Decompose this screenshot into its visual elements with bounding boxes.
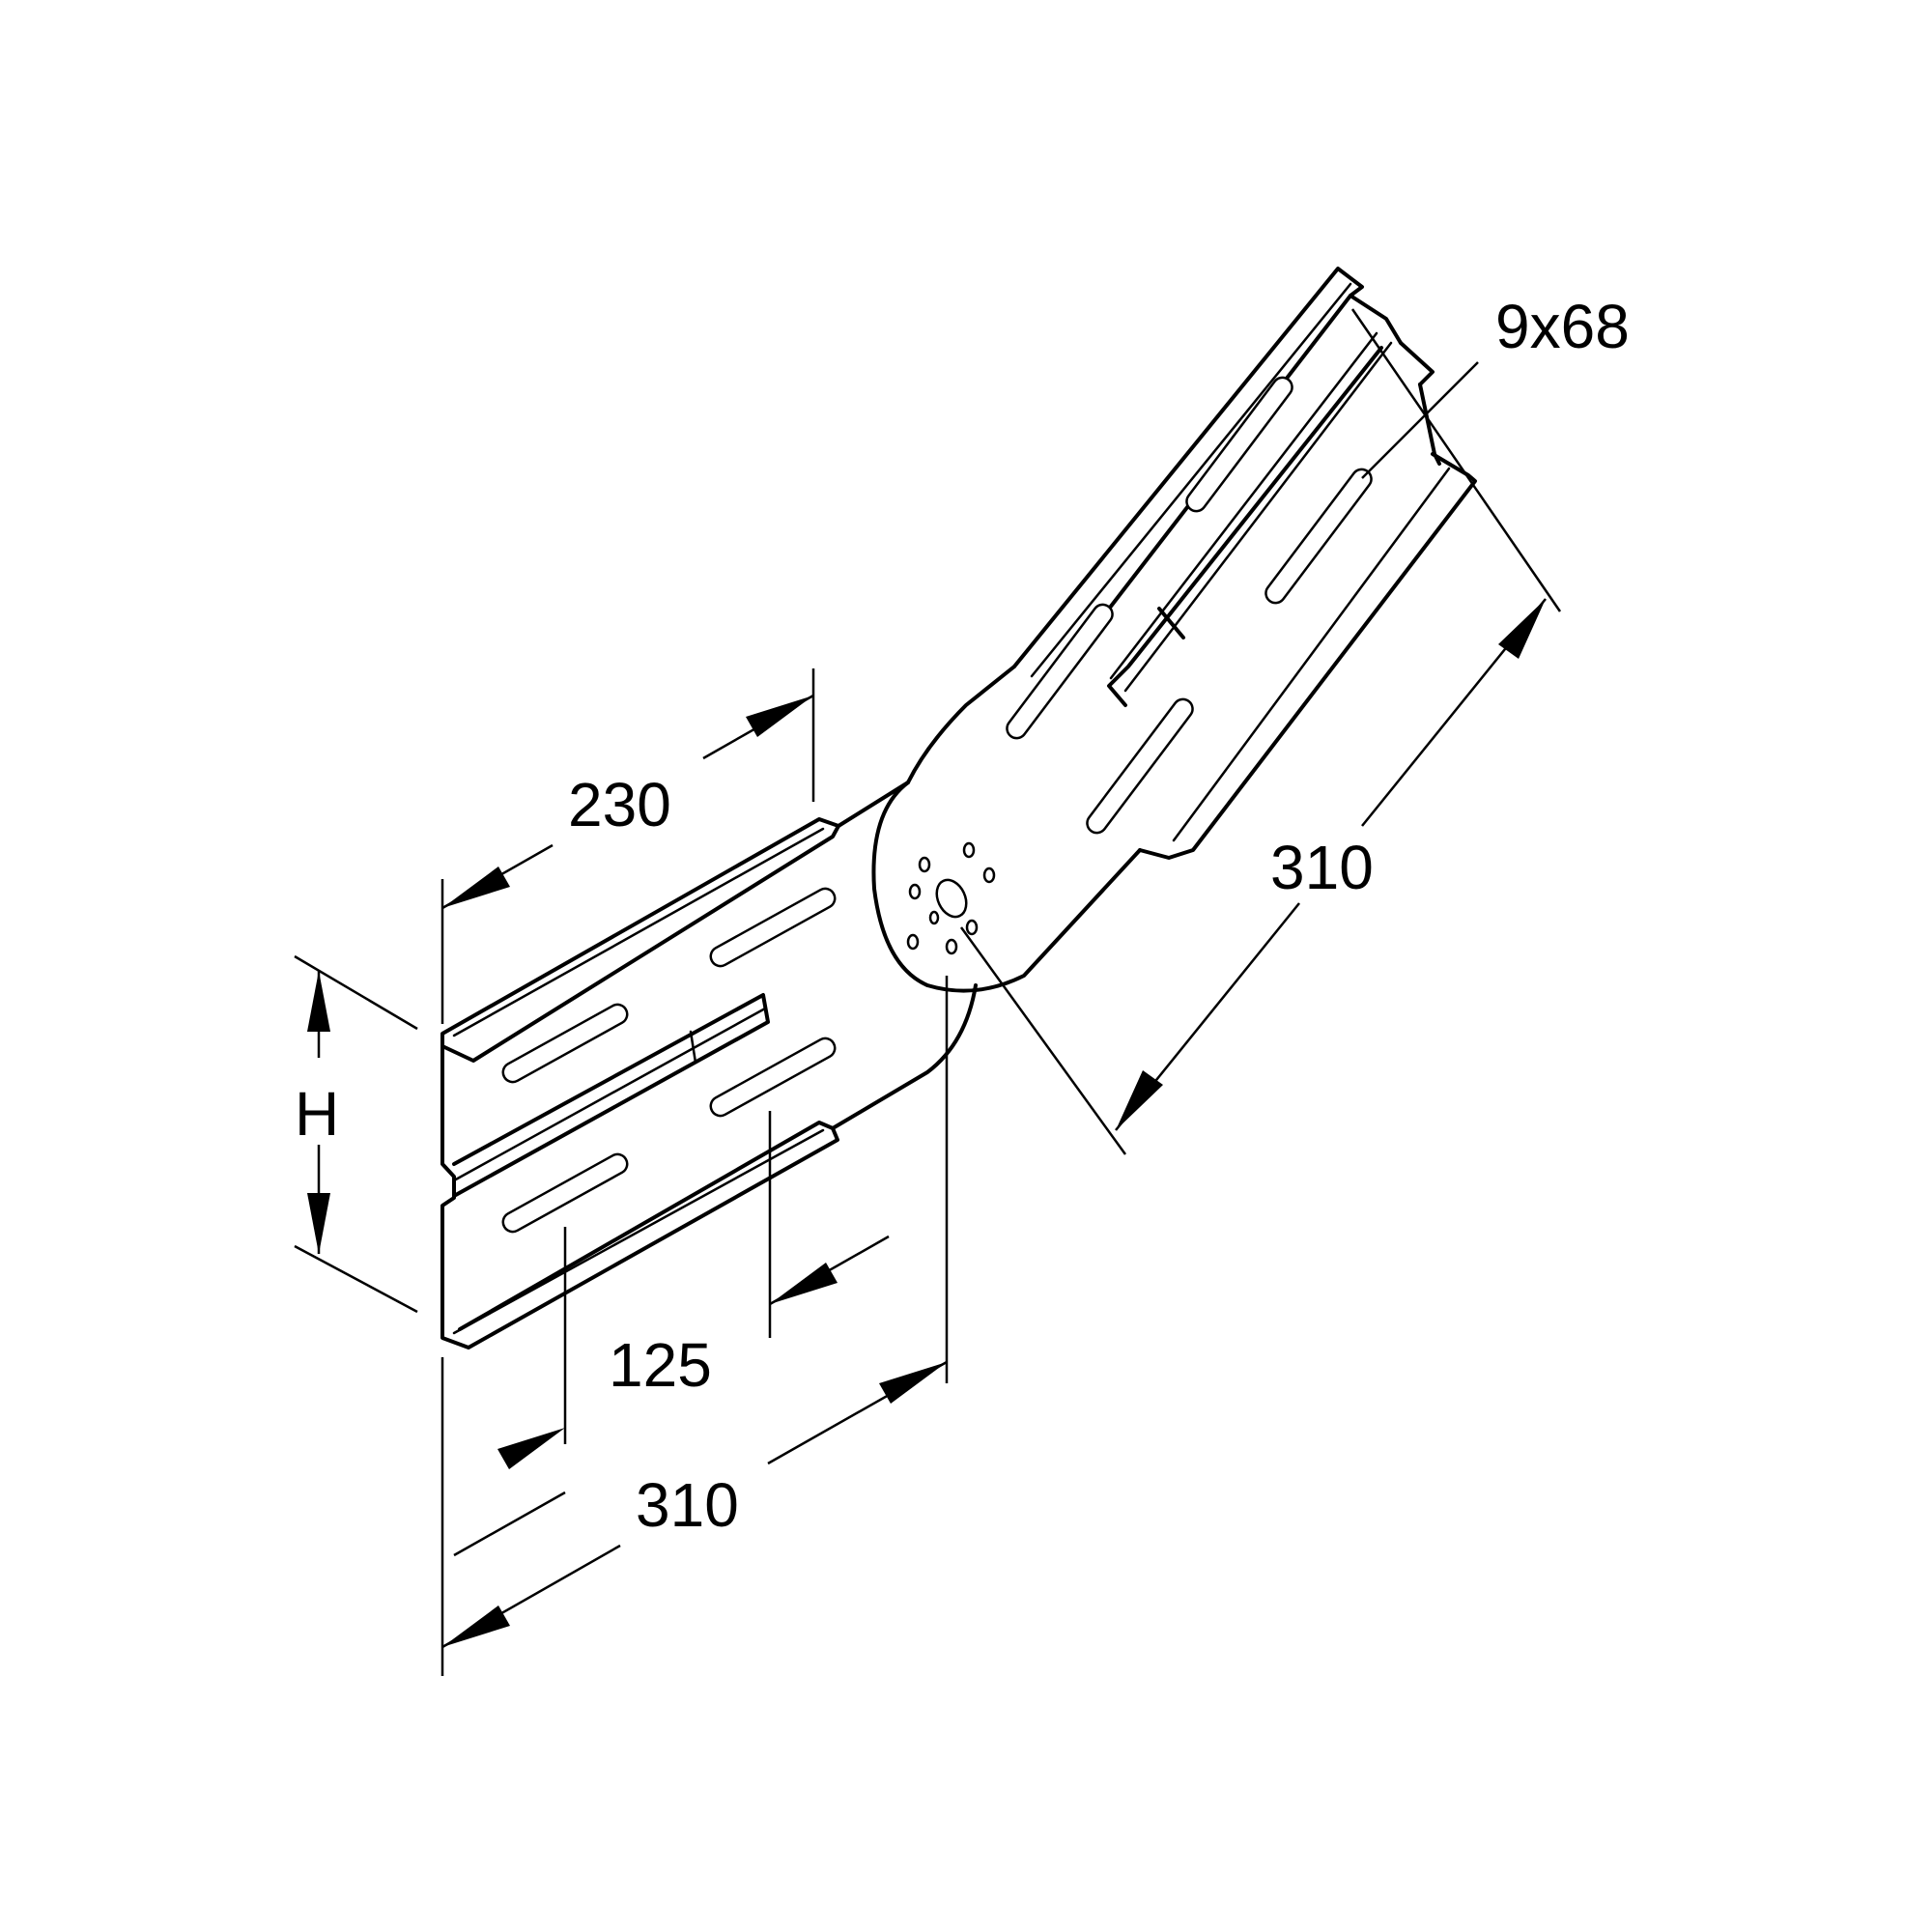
dimension-h bbox=[294, 954, 418, 1314]
dimension-310-right-label: 310 bbox=[1270, 833, 1374, 902]
dimension-310-bottom bbox=[440, 976, 949, 1676]
dimension-9x68 bbox=[1361, 361, 1479, 479]
right-arm bbox=[1006, 267, 1477, 860]
dimension-h-label: H bbox=[295, 1079, 339, 1149]
dimension-125-label: 125 bbox=[609, 1330, 712, 1400]
dimension-125 bbox=[453, 1111, 890, 1557]
dimension-230-label: 230 bbox=[568, 770, 671, 839]
dimension-230 bbox=[440, 668, 815, 1024]
dimension-310-bottom-label: 310 bbox=[636, 1470, 739, 1540]
pivot-disc bbox=[871, 665, 1142, 993]
pivot-bolt-hole bbox=[935, 878, 968, 919]
left-arm bbox=[440, 781, 978, 1350]
dimension-9x68-label: 9x68 bbox=[1495, 292, 1630, 361]
dimension-310-right bbox=[959, 308, 1562, 1155]
